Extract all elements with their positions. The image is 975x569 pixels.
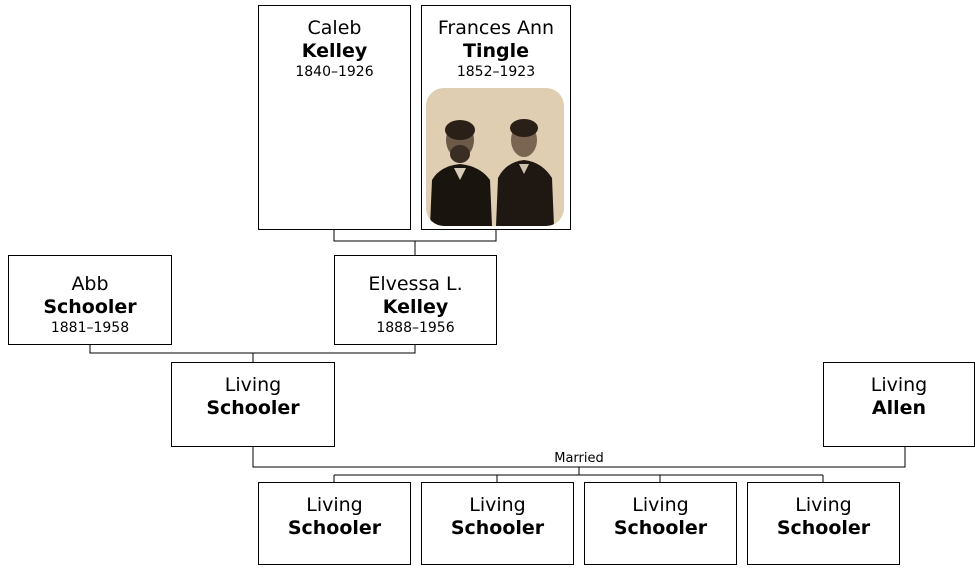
first-name: Living <box>469 494 526 516</box>
last-name: Schooler <box>206 397 300 419</box>
life-dates: 1888–1956 <box>376 320 455 336</box>
person-card-child-1[interactable]: Living Schooler <box>258 482 411 565</box>
married-label: Married <box>548 451 610 466</box>
person-card-living-schooler[interactable]: Living Schooler <box>171 362 335 447</box>
person-card-elvessa-kelley[interactable]: Elvessa L. Kelley 1888–1956 <box>334 255 497 345</box>
person-card-child-3[interactable]: Living Schooler <box>584 482 737 565</box>
last-name: Schooler <box>287 517 382 539</box>
last-name: Schooler <box>43 296 137 318</box>
last-name: Tingle <box>463 40 529 62</box>
last-name: Allen <box>871 397 927 419</box>
last-name: Kelley <box>301 40 368 62</box>
first-name: Abb <box>71 273 109 295</box>
first-name: Living <box>306 494 363 516</box>
last-name: Schooler <box>450 517 545 539</box>
first-name: Elvessa L. <box>368 273 463 295</box>
first-name: Caleb <box>307 17 362 39</box>
person-card-frances-tingle[interactable]: Frances Ann Tingle 1852–1923 <box>421 5 571 230</box>
last-name: Schooler <box>776 517 871 539</box>
first-name: Frances Ann <box>437 17 555 39</box>
person-card-caleb-kelley[interactable]: Caleb Kelley 1840–1926 <box>258 5 411 230</box>
person-card-living-allen[interactable]: Living Allen <box>823 362 975 447</box>
last-name: Kelley <box>382 296 449 318</box>
portrait-photo <box>426 88 564 226</box>
life-dates: 1881–1958 <box>50 320 130 336</box>
first-name: Living <box>632 494 689 516</box>
last-name: Schooler <box>613 517 708 539</box>
life-dates: 1852–1923 <box>456 64 536 80</box>
person-card-abb-schooler[interactable]: Abb Schooler 1881–1958 <box>8 255 172 345</box>
first-name: Living <box>870 374 928 396</box>
person-card-child-2[interactable]: Living Schooler <box>421 482 574 565</box>
person-card-child-4[interactable]: Living Schooler <box>747 482 900 565</box>
first-name: Living <box>795 494 852 516</box>
first-name: Living <box>224 374 282 396</box>
life-dates: 1840–1926 <box>295 64 374 80</box>
